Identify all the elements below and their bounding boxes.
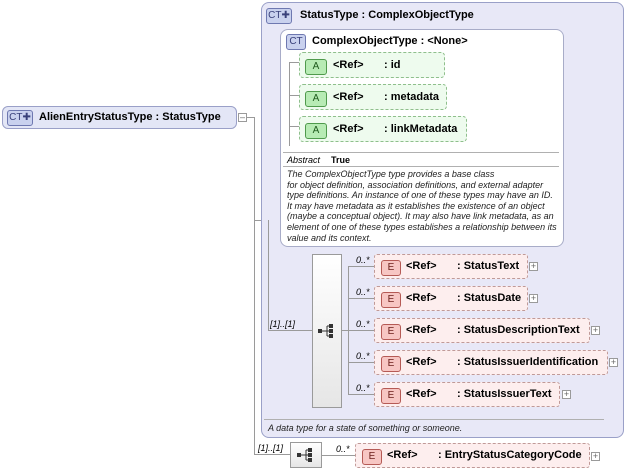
element-entry-status-category-code[interactable]: E <Ref> : EntryStatusCategoryCode — [355, 443, 590, 468]
element-occurrence: 0..* — [356, 383, 370, 393]
connector-line — [322, 455, 355, 456]
element-ref: <Ref> — [406, 292, 437, 304]
abstract-value: True — [331, 155, 351, 165]
attribute-ref: <Ref> — [333, 59, 364, 71]
plus-icon[interactable]: + — [562, 389, 571, 399]
badge-label: CT — [268, 10, 282, 21]
root-complex-type-node[interactable]: CT✚ AlienEntryStatusType : StatusType — [2, 106, 237, 129]
status-type-documentation: A data type for a state of something or … — [268, 423, 463, 433]
status-type-label: StatusType : ComplexObjectType — [300, 9, 474, 21]
attribute-ref: <Ref> — [333, 91, 364, 103]
divider — [283, 166, 559, 167]
connector-line — [254, 454, 290, 455]
element-status-issuer-identification[interactable]: E <Ref> : StatusIssuerIdentification — [374, 350, 608, 375]
connector-line — [268, 220, 269, 330]
element-occurrence: 0..* — [336, 444, 350, 454]
doc-line: (maybe a conceptual object). It may also… — [287, 211, 554, 222]
plus-icon[interactable]: + — [609, 357, 618, 367]
sequence-multiplicity: [1]..[1] — [258, 443, 284, 453]
attribute-id[interactable]: A <Ref> : id — [299, 52, 445, 78]
element-icon: E — [381, 260, 401, 276]
complex-object-type-label: ComplexObjectType : <None> — [312, 35, 468, 47]
attribute-ref: <Ref> — [333, 123, 364, 135]
element-ref: <Ref> — [406, 388, 437, 400]
attribute-icon: A — [305, 123, 327, 139]
connector-line — [348, 362, 374, 363]
connector-line — [289, 126, 299, 127]
element-name: : StatusDate — [457, 292, 522, 304]
doc-line: element of one of these types establishe… — [287, 221, 557, 232]
connector-line — [289, 95, 299, 96]
element-status-text[interactable]: E <Ref> : StatusText — [374, 254, 528, 279]
plus-icon[interactable]: + — [529, 261, 538, 271]
connector-line — [348, 266, 374, 267]
sequence-icon — [297, 448, 312, 462]
doc-line: It may have metadata as it establishes t… — [287, 200, 545, 211]
element-occurrence: 0..* — [356, 319, 370, 329]
element-ref: <Ref> — [406, 260, 437, 272]
element-ref: <Ref> — [406, 324, 437, 336]
element-name: : StatusDescriptionText — [457, 324, 580, 336]
attribute-name: : metadata — [384, 91, 440, 103]
attribute-name: : id — [384, 59, 401, 71]
connector-line — [289, 62, 299, 63]
element-icon: E — [381, 292, 401, 308]
doc-line: type definitions. An instance of one of … — [287, 190, 553, 201]
element-status-description-text[interactable]: E <Ref> : StatusDescriptionText — [374, 318, 590, 343]
abstract-label: Abstract — [287, 155, 321, 165]
attribute-name: : linkMetadata — [384, 123, 458, 135]
attribute-metadata[interactable]: A <Ref> : metadata — [299, 84, 447, 110]
element-occurrence: 0..* — [356, 287, 370, 297]
complex-type-icon: CT — [286, 34, 306, 50]
complex-type-icon: CT✚ — [266, 8, 292, 24]
connector-line — [268, 330, 312, 331]
plus-icon[interactable]: + — [591, 325, 600, 335]
sequence-icon — [318, 324, 333, 338]
root-type-label: AlienEntryStatusType : StatusType — [39, 111, 221, 123]
connector-line — [254, 117, 255, 454]
complex-type-icon: CT✚ — [7, 110, 33, 126]
connector-line — [348, 298, 374, 299]
sequence-compositor[interactable] — [312, 254, 342, 408]
sequence-multiplicity: [1]..[1] — [270, 319, 296, 329]
divider — [264, 419, 604, 420]
attribute-link-metadata[interactable]: A <Ref> : linkMetadata — [299, 116, 467, 142]
doc-line: for object definition, association defin… — [287, 179, 544, 190]
element-status-date[interactable]: E <Ref> : StatusDate — [374, 286, 528, 311]
doc-line: value and its context. — [287, 232, 372, 243]
element-occurrence: 0..* — [356, 255, 370, 265]
connector-line — [254, 220, 261, 221]
divider — [283, 152, 559, 153]
connector-line — [348, 330, 374, 331]
minus-icon[interactable]: – — [238, 112, 247, 122]
element-name: : StatusIssuerIdentification — [457, 356, 599, 368]
element-occurrence: 0..* — [356, 351, 370, 361]
element-icon: E — [381, 388, 401, 404]
element-icon: E — [381, 324, 401, 340]
connector-line — [342, 330, 348, 331]
connector-line — [289, 62, 290, 146]
connector-line — [247, 117, 255, 118]
doc-line: The ComplexObjectType type provides a ba… — [287, 169, 495, 179]
element-name: : EntryStatusCategoryCode — [438, 449, 582, 461]
complex-object-type-documentation: The ComplexObjectType type provides a ba… — [287, 169, 562, 243]
element-status-issuer-text[interactable]: E <Ref> : StatusIssuerText — [374, 382, 560, 407]
element-icon: E — [381, 356, 401, 372]
attribute-icon: A — [305, 91, 327, 107]
sequence-compositor[interactable] — [290, 442, 322, 468]
element-name: : StatusText — [457, 260, 520, 272]
connector-line — [348, 394, 374, 395]
element-ref: <Ref> — [387, 449, 418, 461]
plus-icon[interactable]: + — [591, 451, 600, 461]
element-name: : StatusIssuerText — [457, 388, 552, 400]
attribute-icon: A — [305, 59, 327, 75]
element-icon: E — [362, 449, 382, 465]
element-ref: <Ref> — [406, 356, 437, 368]
plus-icon[interactable]: + — [529, 293, 538, 303]
badge-label: CT — [9, 112, 23, 123]
